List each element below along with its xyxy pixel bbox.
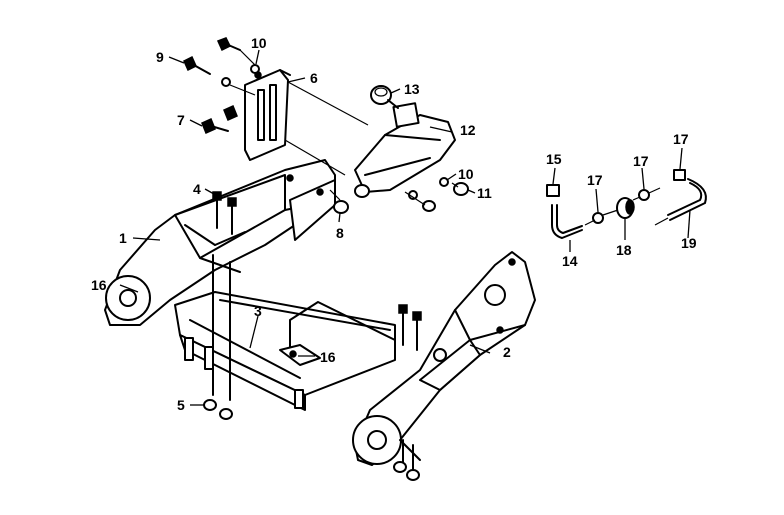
- callout-19: 19: [681, 235, 697, 251]
- left-side-plate-part: [104, 159, 336, 326]
- callout-11: 11: [477, 185, 492, 201]
- callout-7: 7: [177, 112, 185, 128]
- callout-8: 8: [336, 225, 344, 241]
- tank-cap-part: [370, 85, 399, 109]
- callout-12: 12: [460, 122, 476, 138]
- washer-part-10-upper: [221, 64, 260, 87]
- callout-6: 6: [310, 70, 318, 86]
- callout-2: 2: [503, 344, 511, 360]
- hose-part-14: [551, 204, 583, 239]
- nuts-part-5: [203, 399, 233, 420]
- callout-17-c: 17: [673, 131, 689, 147]
- bolts-part-4: [212, 191, 237, 235]
- callout-16-center: 16: [320, 349, 336, 365]
- bolt-part-9: [183, 55, 211, 75]
- callout-9: 9: [156, 49, 164, 65]
- fuel-tank-part: [354, 102, 456, 193]
- filter-part-18: [616, 197, 635, 219]
- callout-13: 13: [404, 81, 420, 97]
- assembly-lines: [229, 49, 459, 206]
- nut-part-8: [333, 184, 370, 214]
- right-side-plate-part: [352, 251, 536, 466]
- callout-5: 5: [177, 397, 185, 413]
- left-support-leg: [212, 254, 231, 401]
- callout-14: 14: [562, 253, 578, 269]
- nut-part-15: [546, 184, 560, 197]
- small-parts-assembly-lines: [584, 187, 669, 226]
- callout-10-lower: 10: [458, 166, 474, 182]
- mounting-bracket-part: [244, 69, 291, 161]
- washer-part-10-lower: [408, 177, 449, 212]
- cross-member-part: [174, 291, 396, 411]
- callout-17-b: 17: [633, 153, 649, 169]
- callout-15: 15: [546, 151, 562, 167]
- bolt-upper: [216, 37, 241, 52]
- fitting-part-17-a: [592, 212, 604, 224]
- callout-17-a: 17: [587, 172, 603, 188]
- callout-16-left: 16: [91, 277, 107, 293]
- callout-10-upper: 10: [251, 35, 267, 51]
- nut-part-11: [453, 182, 469, 196]
- hose-part-19: [667, 169, 707, 221]
- bolt-part-7: [201, 104, 238, 135]
- callout-18: 18: [616, 242, 632, 258]
- callout-labels: 1 2 3 4 5 6 7 8 9 10 10 11 12 13 14 15 1…: [91, 35, 697, 413]
- leader-lines: [119, 49, 691, 406]
- bolts-right-lower: [393, 304, 422, 481]
- callout-4: 4: [193, 181, 201, 197]
- fitting-part-17-b: [638, 189, 650, 201]
- callout-1: 1: [119, 230, 127, 246]
- callout-3: 3: [254, 303, 262, 319]
